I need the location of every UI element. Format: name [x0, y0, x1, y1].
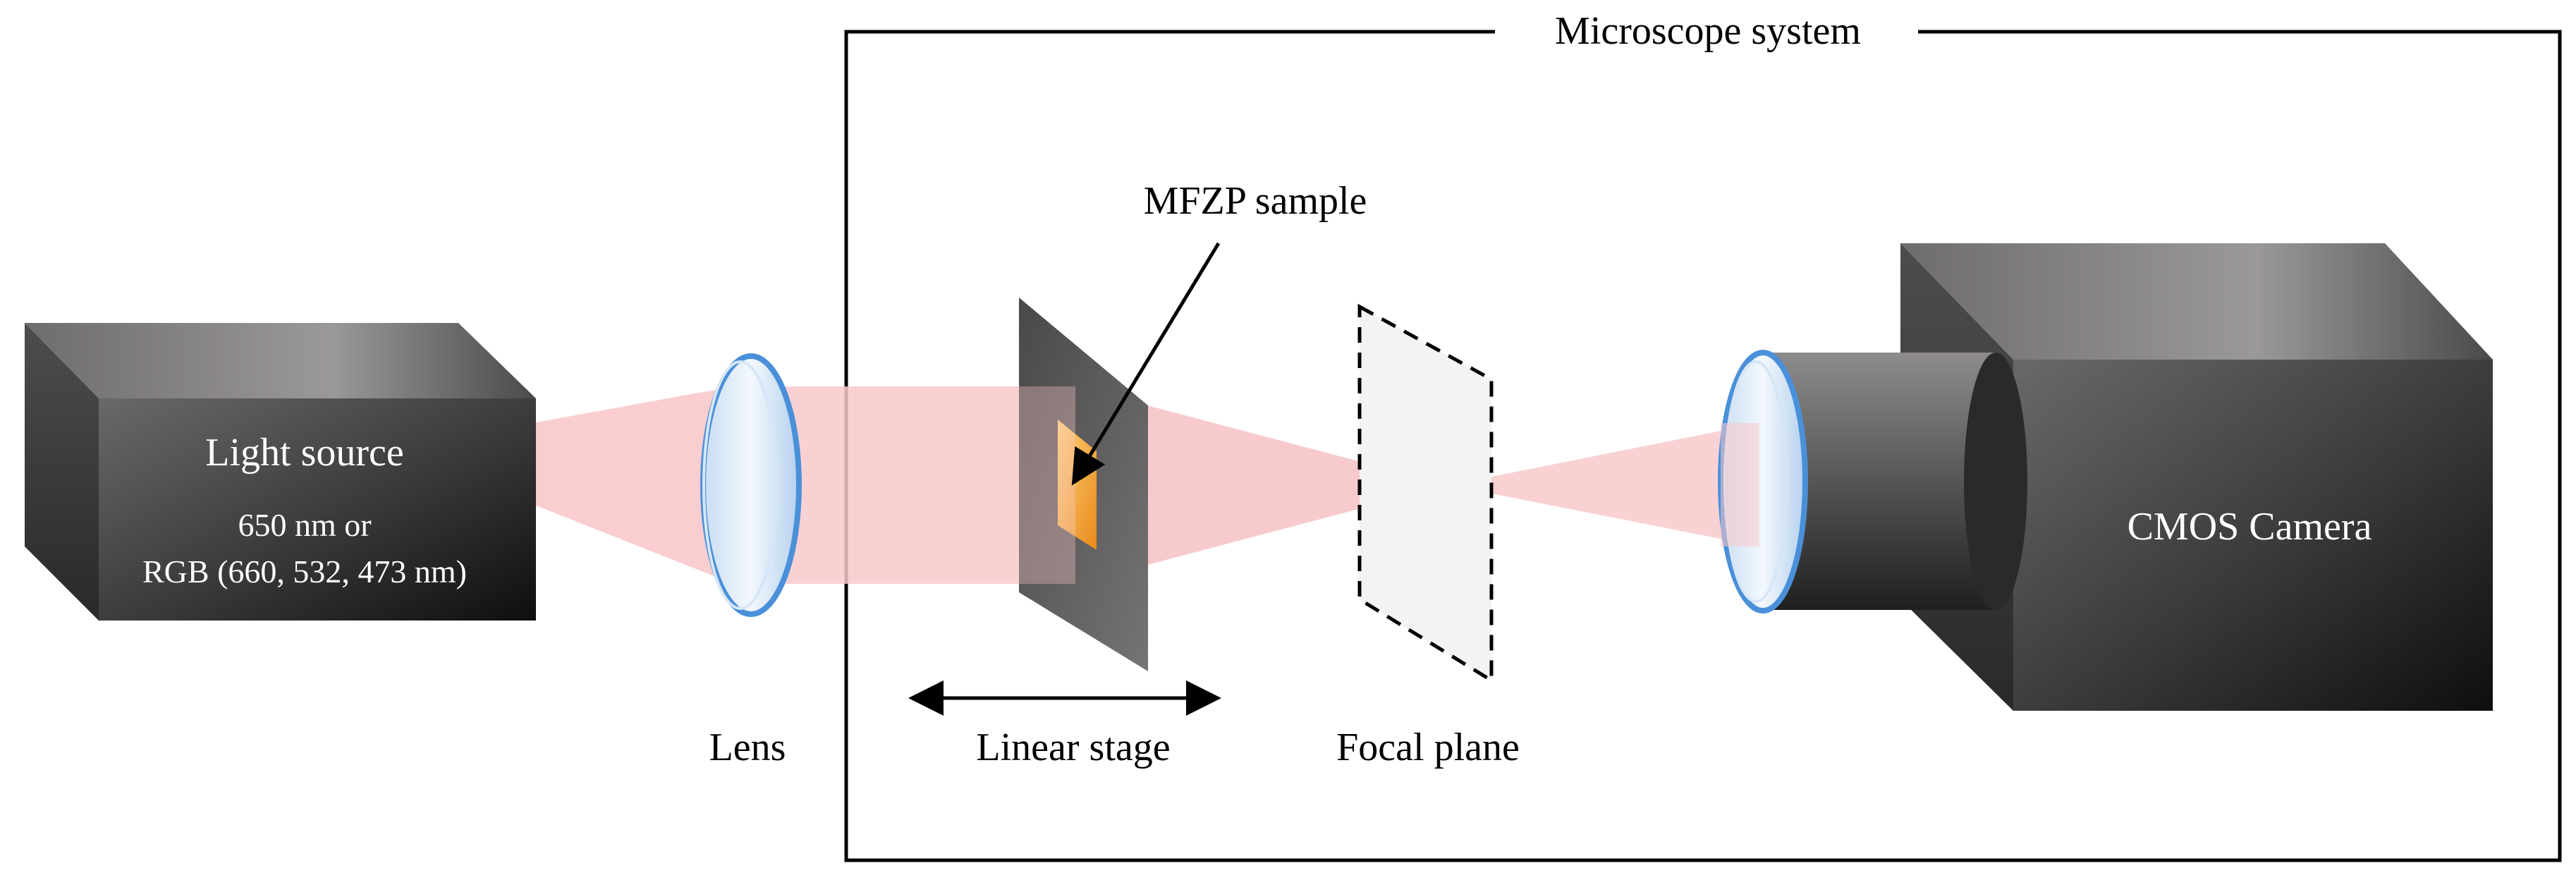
lens-label: Lens	[709, 726, 786, 769]
camera-beam-overlay	[1721, 423, 1759, 546]
microscope-system-frame	[844, 30, 2562, 862]
focal-plane-label: Focal plane	[1336, 726, 1520, 769]
camera-label: CMOS Camera	[2128, 505, 2372, 549]
light-source-wavelength-1: 650 nm or	[238, 507, 371, 543]
sample-pointer-arrow	[1071, 242, 1221, 486]
microscope-system-title: Microscope system	[1555, 9, 1861, 53]
beam-overlay	[1019, 386, 1075, 584]
focal-plane	[1357, 303, 1494, 684]
mfzp-sample-label: MFZP sample	[1144, 179, 1367, 223]
light-source-title: Light source	[205, 431, 403, 475]
lens	[700, 353, 802, 617]
light-source-wavelength-2: RGB (660, 532, 473 nm)	[142, 554, 467, 589]
linear-stage-label: Linear stage	[976, 726, 1170, 769]
light-source-box	[25, 323, 536, 621]
